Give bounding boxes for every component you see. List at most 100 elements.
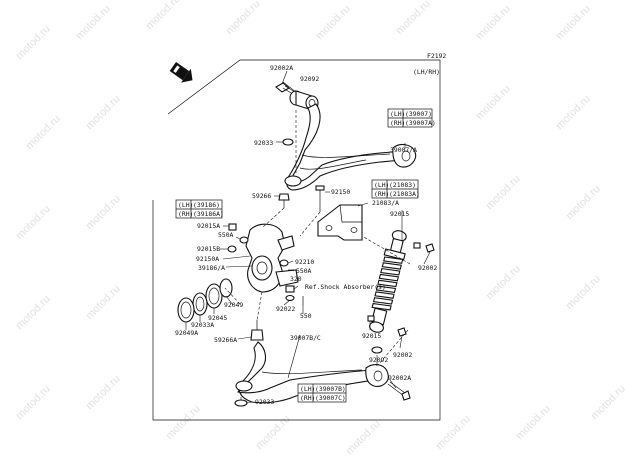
watermark: motod.ru (14, 203, 53, 242)
callout-550A-top: 550A (218, 231, 234, 239)
shock-absorber (369, 230, 407, 333)
leader-lines (185, 70, 431, 404)
callout-92002A-low: 92002A (388, 374, 411, 382)
watermark: motod.ru (14, 383, 53, 422)
watermark: motod.ru (144, 0, 183, 32)
callout-92092-top: 92092 (300, 75, 319, 83)
callout-92150A: 92150A (196, 255, 219, 263)
shock-hardware (367, 242, 435, 337)
box-knuckle-lh-num: (39186) (193, 201, 220, 209)
washer-92022 (285, 294, 295, 302)
box-knuckle-lh-tag: (LH) (178, 201, 193, 209)
diagram-frame (152, 59, 441, 421)
callout-39007A: 39007/A (390, 146, 417, 154)
callout-92022: 92022 (276, 305, 295, 313)
bushing-92092-low (371, 346, 383, 354)
watermark: motod.ru (314, 3, 353, 42)
watermark: motod.ru (474, 3, 513, 42)
watermark: motod.ru (14, 23, 53, 62)
circlip-92033A (192, 292, 208, 316)
box-bracket-rh-num: (21083A) (389, 190, 420, 198)
box-knuckle-rh-tag: (RH) (178, 210, 193, 218)
upper-arm-assembly (275, 82, 417, 208)
upper-rear-bushing (392, 143, 417, 168)
watermark: motod.ru (564, 273, 603, 312)
callout-59266-top: 59266 (252, 192, 271, 200)
nut-92015B (227, 245, 237, 253)
watermark: motod.ru (74, 3, 113, 42)
seal-92049A (177, 297, 195, 323)
callout-92015-shock: 92015 (390, 210, 409, 218)
lower-arm-assembly (234, 320, 411, 407)
boot-59266A (250, 329, 264, 341)
watermark: motod.ru (554, 93, 593, 132)
nut-92015A (228, 223, 237, 231)
box-upper-rh-num: (39007A) (405, 119, 436, 127)
box-lower-rh-num: (39007C) (315, 394, 346, 402)
callout-92002A-top: 92002A (270, 64, 293, 72)
callout-39007BC: 39007B/C (290, 334, 321, 342)
bolt-92002A-low (387, 381, 411, 401)
callout-92210: 92210 (295, 258, 314, 266)
box-lower-rh-tag: (RH) (300, 394, 315, 402)
shock-bracket (315, 185, 363, 241)
callout-550: 550 (300, 312, 312, 320)
watermark: motod.ru (254, 413, 293, 452)
pin-550A (239, 236, 249, 244)
callout-92033-top: 92033 (254, 139, 273, 147)
box-knuckle: (LH) (39186) (RH) (39186A) (175, 199, 224, 219)
callout-92049A: 92049A (175, 329, 198, 337)
watermark: motod.ru (474, 83, 513, 122)
callout-39186A: 39186/A (198, 264, 225, 272)
seal-92049 (219, 278, 233, 298)
circlip-92033-top (282, 138, 294, 146)
steering-knuckle (227, 223, 299, 293)
callout-92002-shock: 92002 (418, 264, 437, 272)
box-bracket: (LH) (21083) (RH) (21083A) (371, 179, 420, 199)
callout-92015B: 92015B (197, 245, 220, 253)
box-upper-arm: (LH) (39007) (RH) (39007A) (387, 108, 436, 128)
watermark: motod.ru (84, 193, 123, 232)
watermark: motod.ru (514, 403, 553, 442)
box-bracket-lh-num: (21083) (389, 181, 416, 189)
callout-92033A: 92033A (191, 321, 214, 329)
reference-lines (224, 110, 411, 400)
front-arrow-icon (169, 62, 193, 83)
watermark: motod.ru (24, 113, 63, 152)
watermark: motod.ru (84, 373, 123, 412)
upper-a-arm (286, 103, 403, 191)
callout-labels: 92002A 92092 92033 59266 92150 21083/A 9… (175, 64, 437, 406)
box-bracket-lh-tag: (LH) (374, 181, 389, 189)
box-upper-rh-tag: (RH) (390, 119, 405, 127)
boot-59266 (278, 193, 290, 208)
watermark: motod.ru (589, 383, 625, 422)
watermark: motod.ru (564, 183, 603, 222)
circlip-92033-low (234, 399, 248, 407)
box-upper-lh-num: (39007) (405, 110, 432, 118)
box-lower-lh-num: (39007B) (315, 385, 346, 393)
callout-92015A: 92015A (197, 222, 220, 230)
callout-92015-low: 92015 (362, 332, 381, 340)
watermark: motod.ru (344, 418, 383, 457)
callout-59266A: 59266A (214, 336, 237, 344)
callout-21083A: 21083/A (372, 199, 399, 207)
watermark: motod.ru (84, 93, 123, 132)
box-knuckle-rh-num: (39186A) (193, 210, 224, 218)
callout-92002-low: 92002 (393, 351, 412, 359)
lower-rear-bushing (365, 364, 389, 387)
watermark: motod.ru (224, 0, 263, 37)
watermark: motod.ru (164, 403, 203, 442)
callout-ref-shock: Ref.Shock Absorber(s) (305, 283, 386, 291)
box-bracket-rh-tag: (RH) (374, 190, 389, 198)
bushing-92092-top (289, 90, 319, 111)
callout-92092-low: 92092 (369, 356, 388, 364)
watermark: motod.ru (484, 173, 523, 212)
lower-ball-joint (235, 380, 253, 392)
watermark: motod.ru (554, 3, 593, 42)
callout-550A-mid: 550A (296, 267, 312, 275)
nut-92210 (279, 259, 289, 267)
watermark: motod.ru (84, 283, 123, 322)
box-lower-arm: (LH) (39007B) (RH) (39007C) (297, 383, 347, 403)
